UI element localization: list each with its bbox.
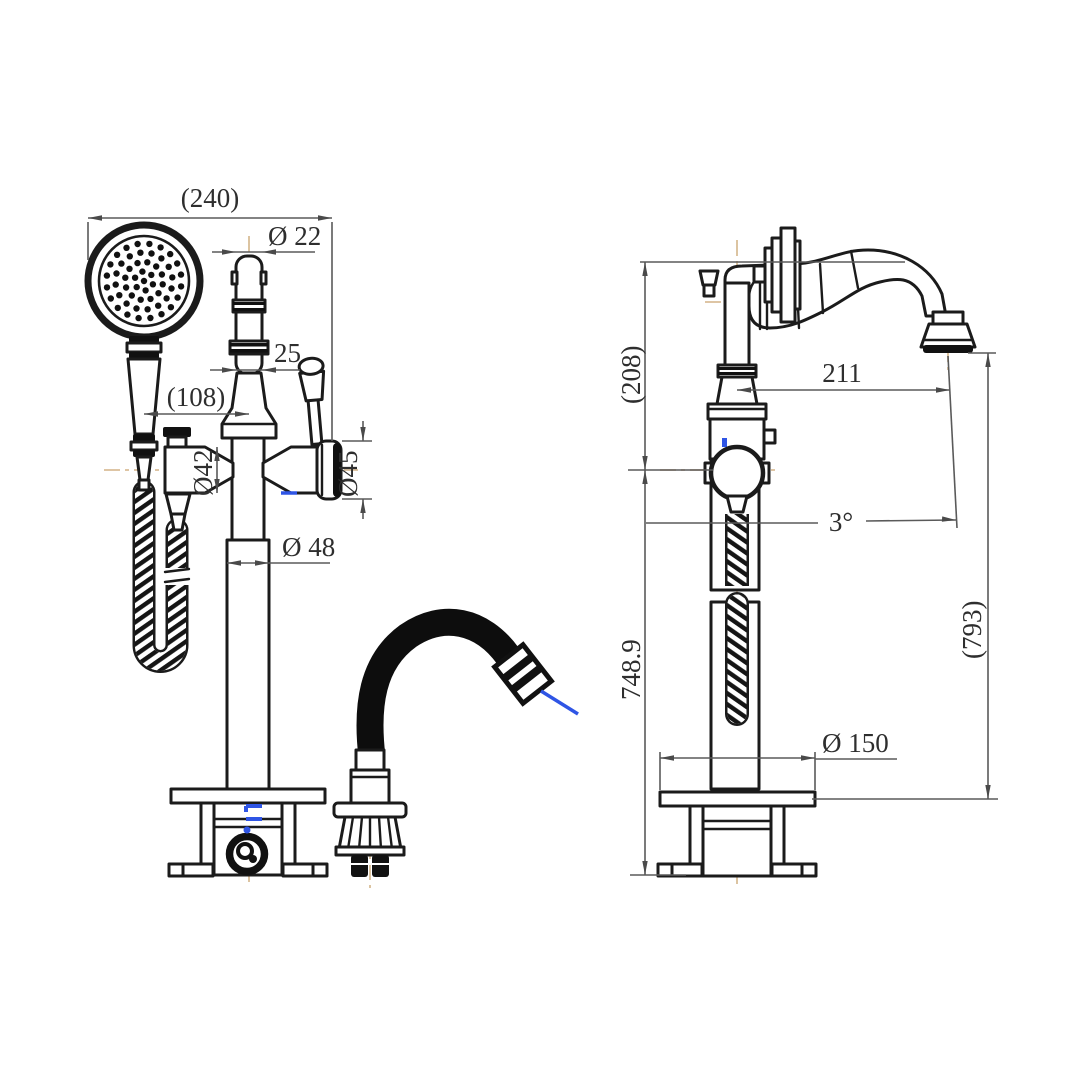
dim-text-spout-angle: 3° [829, 507, 853, 537]
dim-text-outlet-height: (793) [957, 601, 987, 659]
dim-text-upper-height: (208) [616, 346, 646, 404]
blue-mark-side [722, 438, 727, 447]
riser-body-side [703, 281, 777, 485]
column-front [225, 538, 271, 791]
dim-text-holder-height: 748.9 [616, 639, 646, 700]
water-inlet-ring [225, 832, 269, 876]
dim-riser-neck-width: 25 [210, 338, 301, 373]
centerlines-side [660, 240, 949, 884]
spray-nozzle-dots [103, 240, 185, 322]
dim-holder-height: 748.9 [616, 470, 686, 876]
dim-spout-reach: 211 [737, 358, 950, 393]
side-view: (208) 748.9 211 3° (793) [616, 226, 998, 884]
base-flange-front [169, 787, 327, 805]
dim-text-riser-diameter: Ø 22 [268, 221, 321, 251]
dim-text-spout-reach: 211 [822, 358, 862, 388]
dim-handle-hub-diameter: Ø45 [333, 421, 372, 519]
dim-text-neck-width: 25 [274, 338, 301, 368]
spout-base-connector [332, 748, 408, 877]
column-base-side [656, 790, 818, 878]
dim-text-body-diameter: Ø42 [188, 450, 218, 497]
blue-mark-base [243, 804, 262, 834]
dim-overall-width: (240) [87, 183, 333, 441]
internal-hose-side [708, 444, 766, 726]
riser-skirt [220, 371, 278, 440]
front-view: (240) Ø 22 25 (108) Ø42 [84, 183, 372, 884]
dim-upper-section-height: (208) [616, 261, 905, 471]
dim-text-hub-diameter: Ø45 [333, 451, 363, 498]
dim-handshower-offset: (108) [144, 382, 249, 417]
dim-base-diameter: Ø 150 [659, 728, 897, 790]
base-flange-side [658, 790, 817, 808]
dim-text-overall-width: (240) [181, 183, 239, 213]
dim-spout-angle: 3° [646, 355, 958, 537]
riser-pipe-front [220, 254, 278, 440]
lever-handle [297, 356, 326, 447]
lever-knob-side [698, 269, 720, 298]
hand-shower-handle [126, 357, 162, 436]
shower-hose-coil [132, 480, 192, 673]
spout-outlet-bell [919, 322, 977, 349]
hand-shower-side-disc [752, 226, 802, 324]
dim-text-column-diameter: Ø 48 [282, 532, 335, 562]
flexible-spout-accessory [332, 608, 579, 888]
dim-riser-top-diameter: Ø 22 [212, 221, 321, 255]
hand-shower [84, 221, 204, 492]
blue-leader-line [540, 689, 579, 716]
spout-nozzle-tip [491, 641, 555, 707]
dim-text-base-diameter: Ø 150 [822, 728, 889, 758]
cradle-ring-side [708, 444, 766, 502]
column-base-front [167, 538, 329, 878]
diverter-tap [163, 427, 191, 437]
hose-connector [164, 492, 192, 516]
black-flex-hose [356, 608, 519, 759]
dim-body-diameter: Ø42 [188, 447, 220, 496]
dim-text-offset: (108) [167, 382, 225, 412]
dim-spout-outlet-height: (793) [812, 352, 998, 800]
dim-column-diameter: Ø 48 [227, 532, 335, 566]
